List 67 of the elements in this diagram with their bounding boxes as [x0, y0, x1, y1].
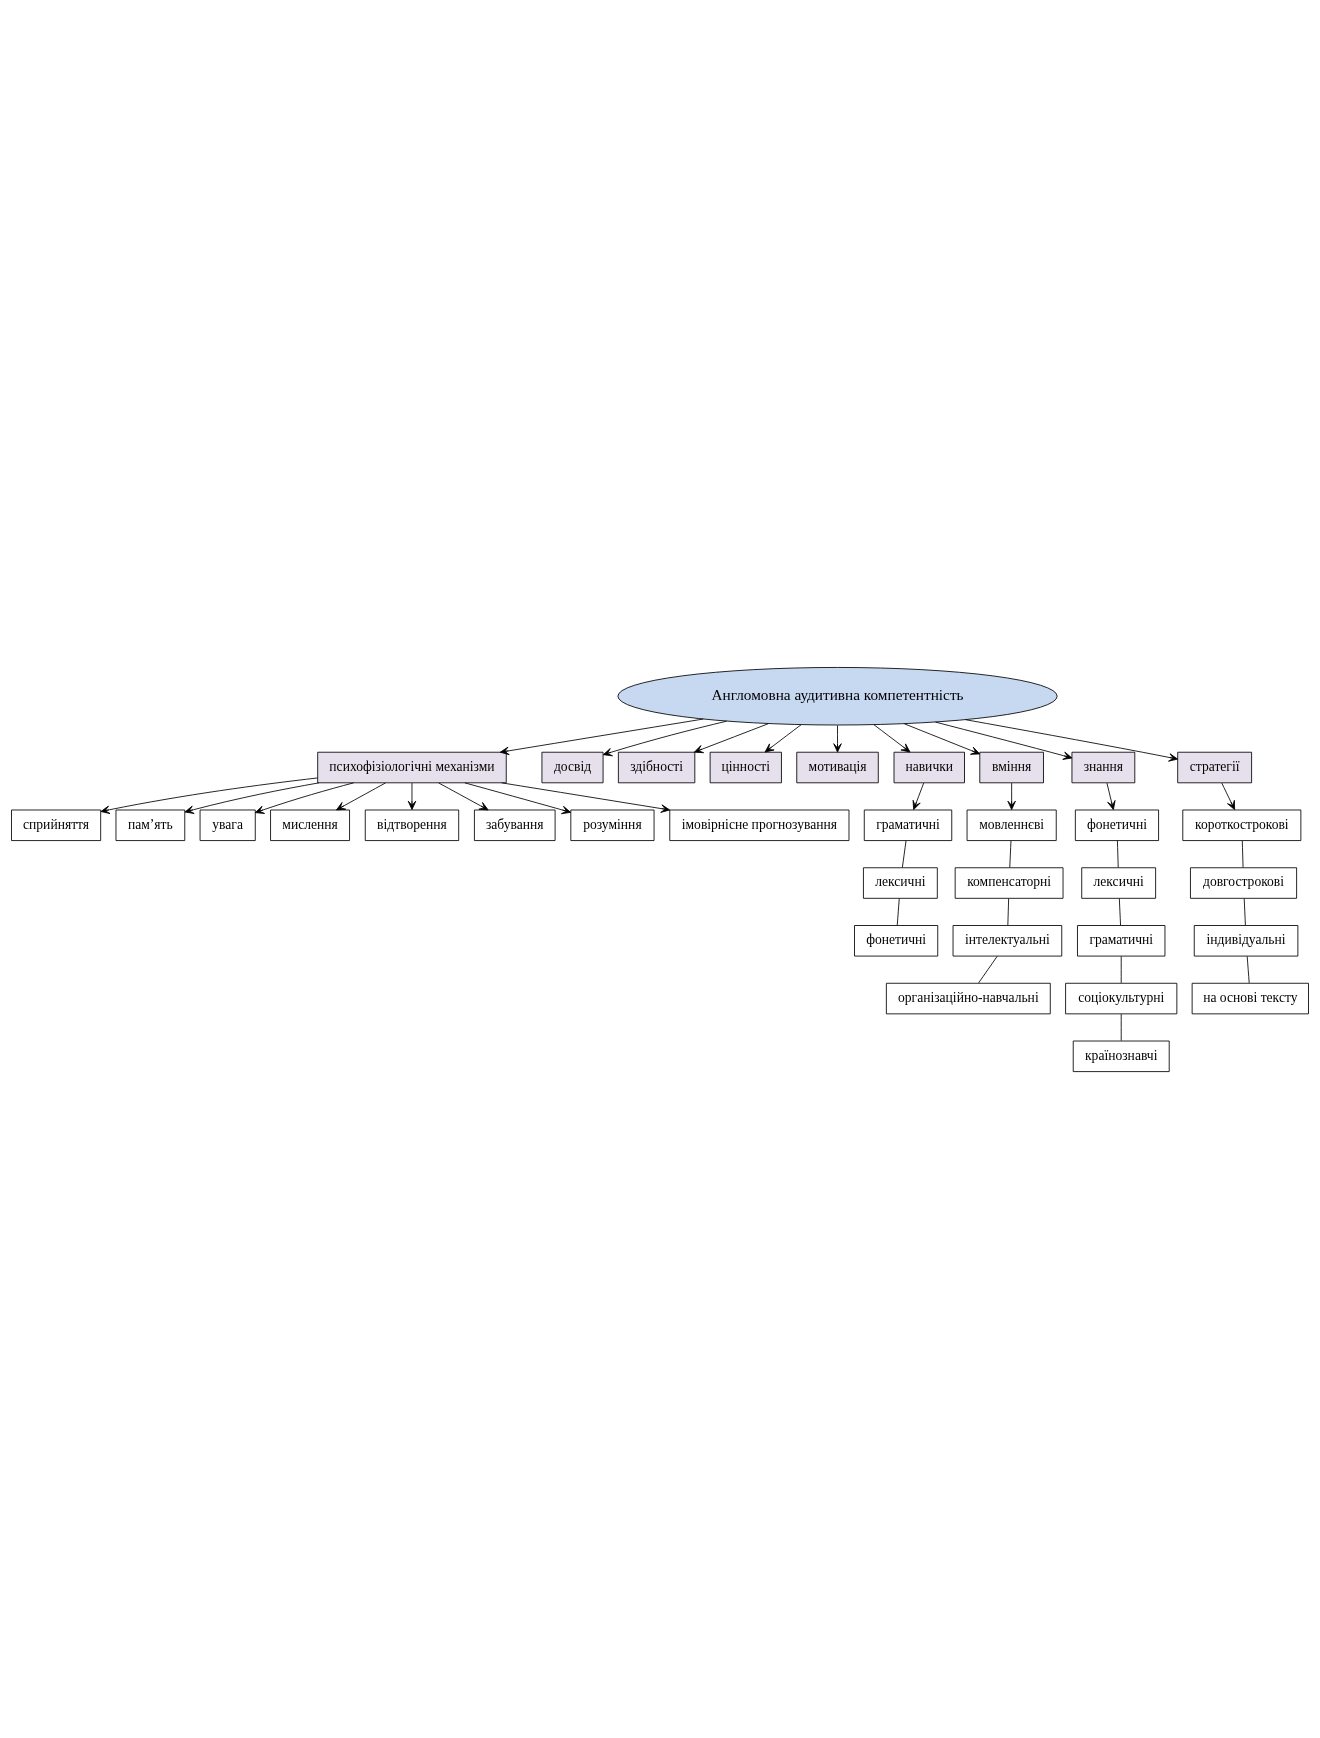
node-box: цінності — [709, 751, 782, 783]
connector — [1120, 1013, 1122, 1041]
connector — [1118, 897, 1121, 926]
arrow — [100, 777, 318, 814]
arrow — [693, 722, 769, 753]
connector — [901, 839, 907, 868]
node-box: граматичні — [863, 809, 953, 841]
node-ellipse: Англомовна аудитивна компетентність — [617, 666, 1058, 725]
arrow — [1007, 782, 1016, 810]
node-box: лексичні — [863, 866, 938, 899]
node-box: фонетичні — [854, 924, 939, 956]
node-box: граматичні — [1077, 924, 1166, 956]
node-box: досвід — [541, 751, 604, 783]
arrow — [903, 722, 981, 755]
node-box: соціокультурні — [1065, 982, 1178, 1014]
arrow — [254, 781, 355, 814]
arrow — [438, 782, 489, 810]
connector — [1007, 897, 1010, 926]
node-box: розуміння — [570, 809, 655, 841]
connector — [896, 897, 900, 926]
arrow — [1221, 782, 1236, 810]
node-box: компенсаторні — [954, 866, 1064, 899]
node-box: відтворення — [364, 809, 460, 841]
arrow — [501, 781, 671, 813]
node-box: знання — [1071, 751, 1136, 783]
arrow — [912, 782, 925, 810]
node-box: імовірнісне прогнозування — [669, 809, 850, 841]
node-box: навички — [893, 751, 965, 783]
node-box: мислення — [270, 809, 350, 841]
connector — [1120, 955, 1122, 983]
node-box: фонетичні — [1074, 809, 1159, 841]
node-box: сприйняття — [11, 809, 102, 841]
node-box: психофізіологічні механізми — [317, 751, 507, 783]
node-box: здібності — [617, 751, 696, 783]
arrow — [965, 718, 1178, 762]
arrow — [407, 782, 417, 810]
node-box: лексичні — [1081, 866, 1157, 899]
connector — [1241, 839, 1244, 868]
arrow — [336, 782, 386, 810]
node-box: країнознавчі — [1072, 1040, 1170, 1072]
node-box: довгострокові — [1190, 866, 1298, 899]
node-box: вміння — [979, 751, 1044, 783]
arrow — [184, 781, 320, 814]
node-box: увага — [199, 809, 256, 841]
arrow — [833, 724, 842, 753]
arrow — [873, 723, 911, 752]
node-box: мовленнєві — [966, 809, 1057, 841]
node-box: організаційно-навчальні — [885, 982, 1051, 1014]
node-box: забування — [474, 809, 556, 841]
node-box: інтелектуальні — [952, 924, 1063, 956]
arrow — [1106, 782, 1116, 810]
node-box: на основі тексту — [1191, 982, 1309, 1014]
connector — [1246, 955, 1250, 983]
node-box: короткострокові — [1182, 809, 1302, 841]
node-box: пам’ять — [115, 809, 186, 841]
node-box: мотивація — [796, 751, 879, 783]
arrow — [499, 718, 704, 755]
arrow — [602, 720, 728, 756]
node-box: стратегії — [1177, 751, 1253, 783]
node-box: індивідуальні — [1193, 924, 1299, 956]
arrow — [764, 723, 802, 752]
arrow — [464, 781, 572, 814]
connector — [978, 955, 998, 983]
connector — [1009, 839, 1012, 868]
connector — [1243, 897, 1246, 926]
arrow — [935, 721, 1073, 760]
connector — [1117, 839, 1119, 868]
